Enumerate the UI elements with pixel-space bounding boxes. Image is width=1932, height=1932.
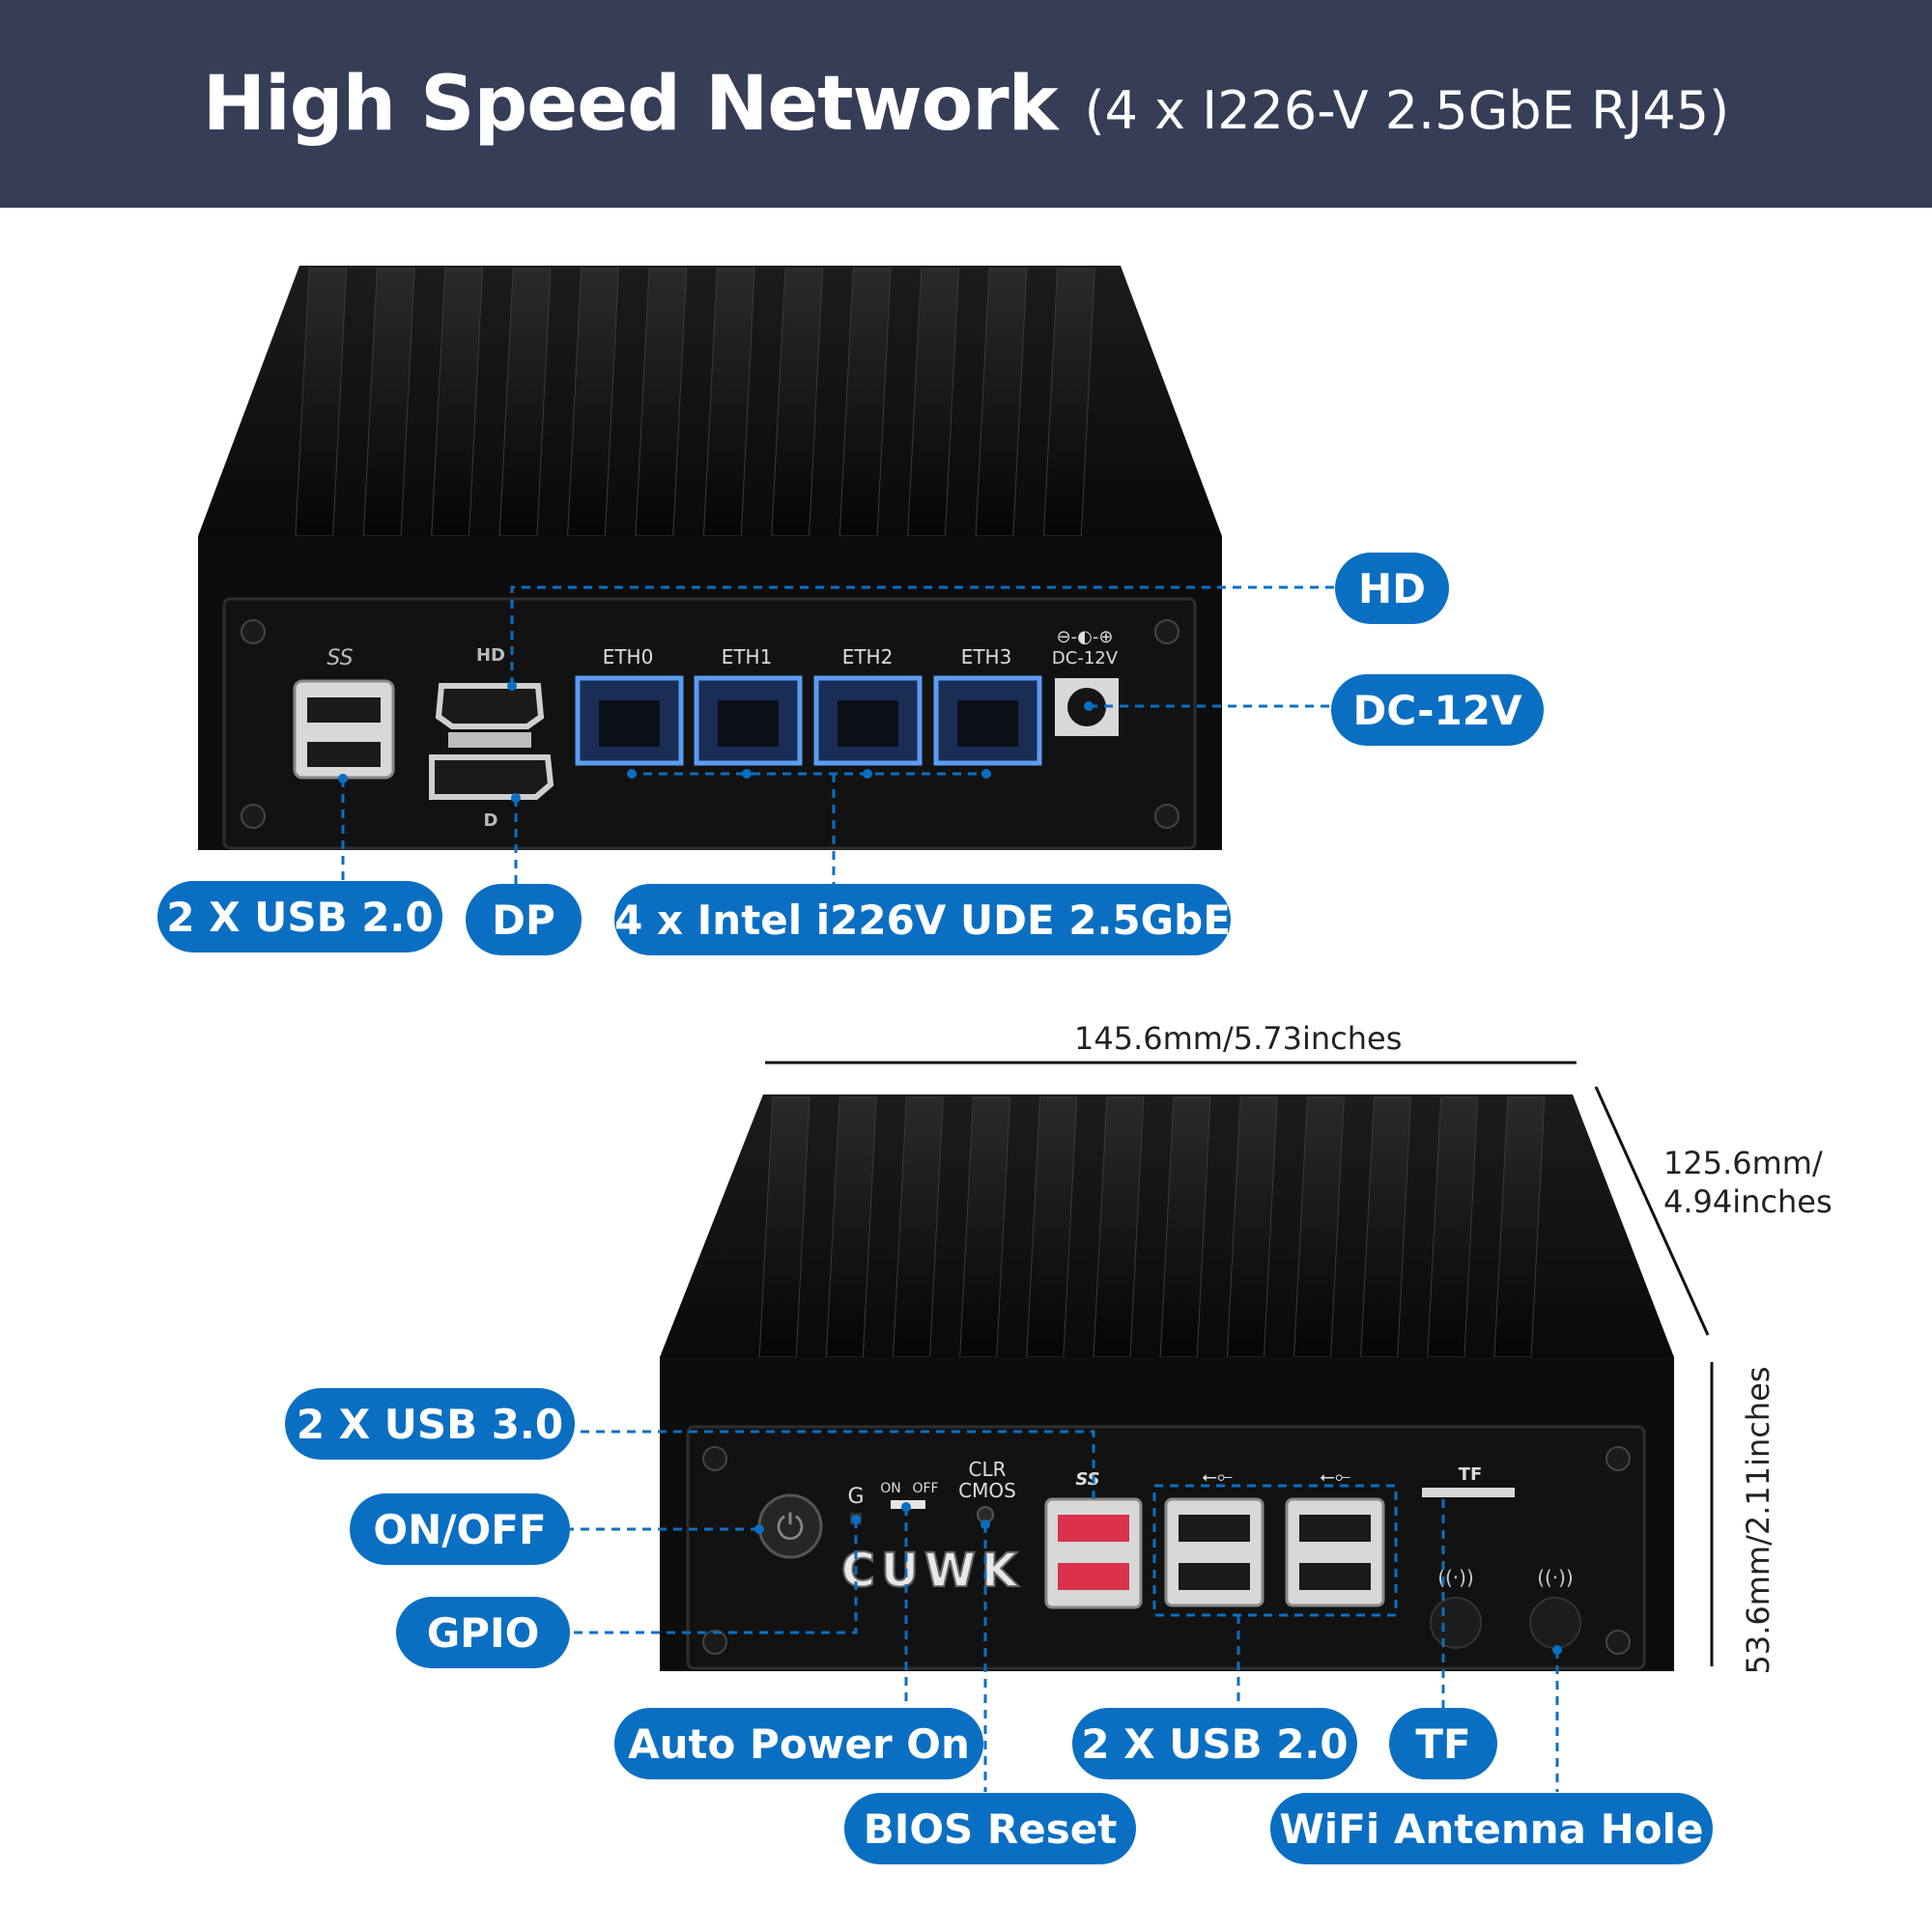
cmos-label: CMOS <box>958 1479 1016 1502</box>
brand-logo: CUWK <box>841 1544 1023 1598</box>
auto-power-on-callout: Auto Power On <box>614 1708 983 1779</box>
usb-port <box>307 742 381 767</box>
dimension-lines <box>765 1061 1714 1666</box>
ethernet-jack <box>957 700 1018 747</box>
clr-label: CLR <box>968 1458 1006 1481</box>
width-dimension-label: 145.6mm/5.73inches <box>1074 1020 1403 1057</box>
usb2-port <box>1179 1563 1250 1590</box>
page-subtitle: (4 x I226-V 2.5GbE RJ45) <box>1084 80 1730 141</box>
usb3-logo-icon: SS <box>1075 1469 1099 1490</box>
hdmi-port <box>435 683 545 729</box>
top-leader-lines <box>341 585 1335 884</box>
usb2-callout-top: 2 X USB 2.0 <box>157 881 442 952</box>
dp-callout: DP <box>466 884 582 955</box>
ethernet-jack <box>718 700 779 747</box>
usb-logo-icon: SS <box>327 646 353 670</box>
ethernet-jack <box>599 700 660 747</box>
page-title: High Speed Network <box>202 60 1059 148</box>
height-dimension-label: 53.6mm/2.11inches <box>1740 1366 1776 1675</box>
usb3-port <box>1058 1563 1129 1590</box>
tf-callout: TF <box>1389 1708 1497 1779</box>
antenna-icon: ((·)) <box>1537 1566 1574 1589</box>
ethernet-port-eth0 <box>575 675 684 766</box>
depth-dimension-label-1: 125.6mm/ <box>1663 1145 1823 1181</box>
screw <box>702 1630 727 1655</box>
top-leader-dots <box>338 681 1094 803</box>
top-device: SS HD D ETH0 ETH1 ETH2 ETH3 ⊖-◐-⊕ DC-12V <box>198 266 1222 850</box>
screw <box>1605 1630 1631 1655</box>
tf-label: TF <box>1459 1464 1483 1485</box>
wifi-antenna-hole <box>1430 1597 1482 1649</box>
eth3-label: ETH3 <box>961 645 1012 668</box>
screw <box>1154 619 1179 644</box>
gpio-label: G <box>847 1485 864 1509</box>
eth0-label: ETH0 <box>603 645 654 668</box>
usb2-port <box>1299 1515 1371 1542</box>
screw <box>1154 804 1179 829</box>
usb-trident-icon: ⭠⟜ <box>1320 1464 1350 1488</box>
displayport-port <box>429 754 554 800</box>
power-icon: ⏻ <box>777 1508 804 1548</box>
usb3-callout: 2 X USB 3.0 <box>285 1388 575 1460</box>
depth-dimension-label-2: 4.94inches <box>1663 1183 1833 1220</box>
usb-trident-icon: ⭠⟜ <box>1202 1464 1233 1488</box>
bottom-device: ⏻ G ON OFF CLR CMOS CUWK SS ⭠⟜ ⭠⟜ TF ((·… <box>660 1094 1674 1671</box>
usb-port <box>307 697 381 723</box>
hdmi-logo-icon: HD <box>476 645 505 666</box>
screw <box>1605 1446 1631 1471</box>
top-device-fins <box>295 268 1095 537</box>
switch-on-label: ON <box>880 1481 901 1496</box>
header-banner: High Speed Network (4 x I226-V 2.5GbE RJ… <box>0 0 1932 208</box>
hd-callout: HD <box>1335 553 1449 624</box>
ethernet-jack <box>838 700 898 747</box>
wifi-antenna-callout: WiFi Antenna Hole <box>1270 1793 1713 1864</box>
screw <box>702 1446 727 1471</box>
wifi-antenna-hole <box>1529 1597 1581 1649</box>
bottom-leader-lines <box>570 1430 1559 1792</box>
bottom-device-fins <box>758 1096 1546 1358</box>
screw <box>241 619 266 644</box>
eth2-label: ETH2 <box>842 645 894 668</box>
screw <box>241 804 266 829</box>
bios-reset-callout: BIOS Reset <box>844 1793 1136 1864</box>
bottom-leader-dots <box>754 1502 1562 1655</box>
switch-off-label: OFF <box>912 1481 938 1496</box>
dc-label: DC-12V <box>1052 648 1119 668</box>
usb3-port <box>1058 1515 1129 1542</box>
usb2-port <box>1299 1563 1371 1590</box>
dc-12v-callout: DC-12V <box>1331 674 1544 746</box>
tf-card-slot <box>1422 1488 1515 1497</box>
dc-polarity-icon: ⊖-◐-⊕ <box>1057 627 1114 647</box>
eth1-label: ETH1 <box>722 645 773 668</box>
usb2-callout-bottom: 2 X USB 2.0 <box>1072 1708 1357 1779</box>
ethernet-callout: 4 x Intel i226V UDE 2.5GbE <box>614 884 1231 955</box>
usb2-port <box>1179 1515 1250 1542</box>
port-divider <box>448 732 531 748</box>
ethernet-port-group <box>575 675 1042 766</box>
gpio-callout: GPIO <box>396 1597 570 1668</box>
onoff-callout: ON/OFF <box>350 1493 570 1565</box>
displayport-logo-icon: D <box>484 810 498 831</box>
